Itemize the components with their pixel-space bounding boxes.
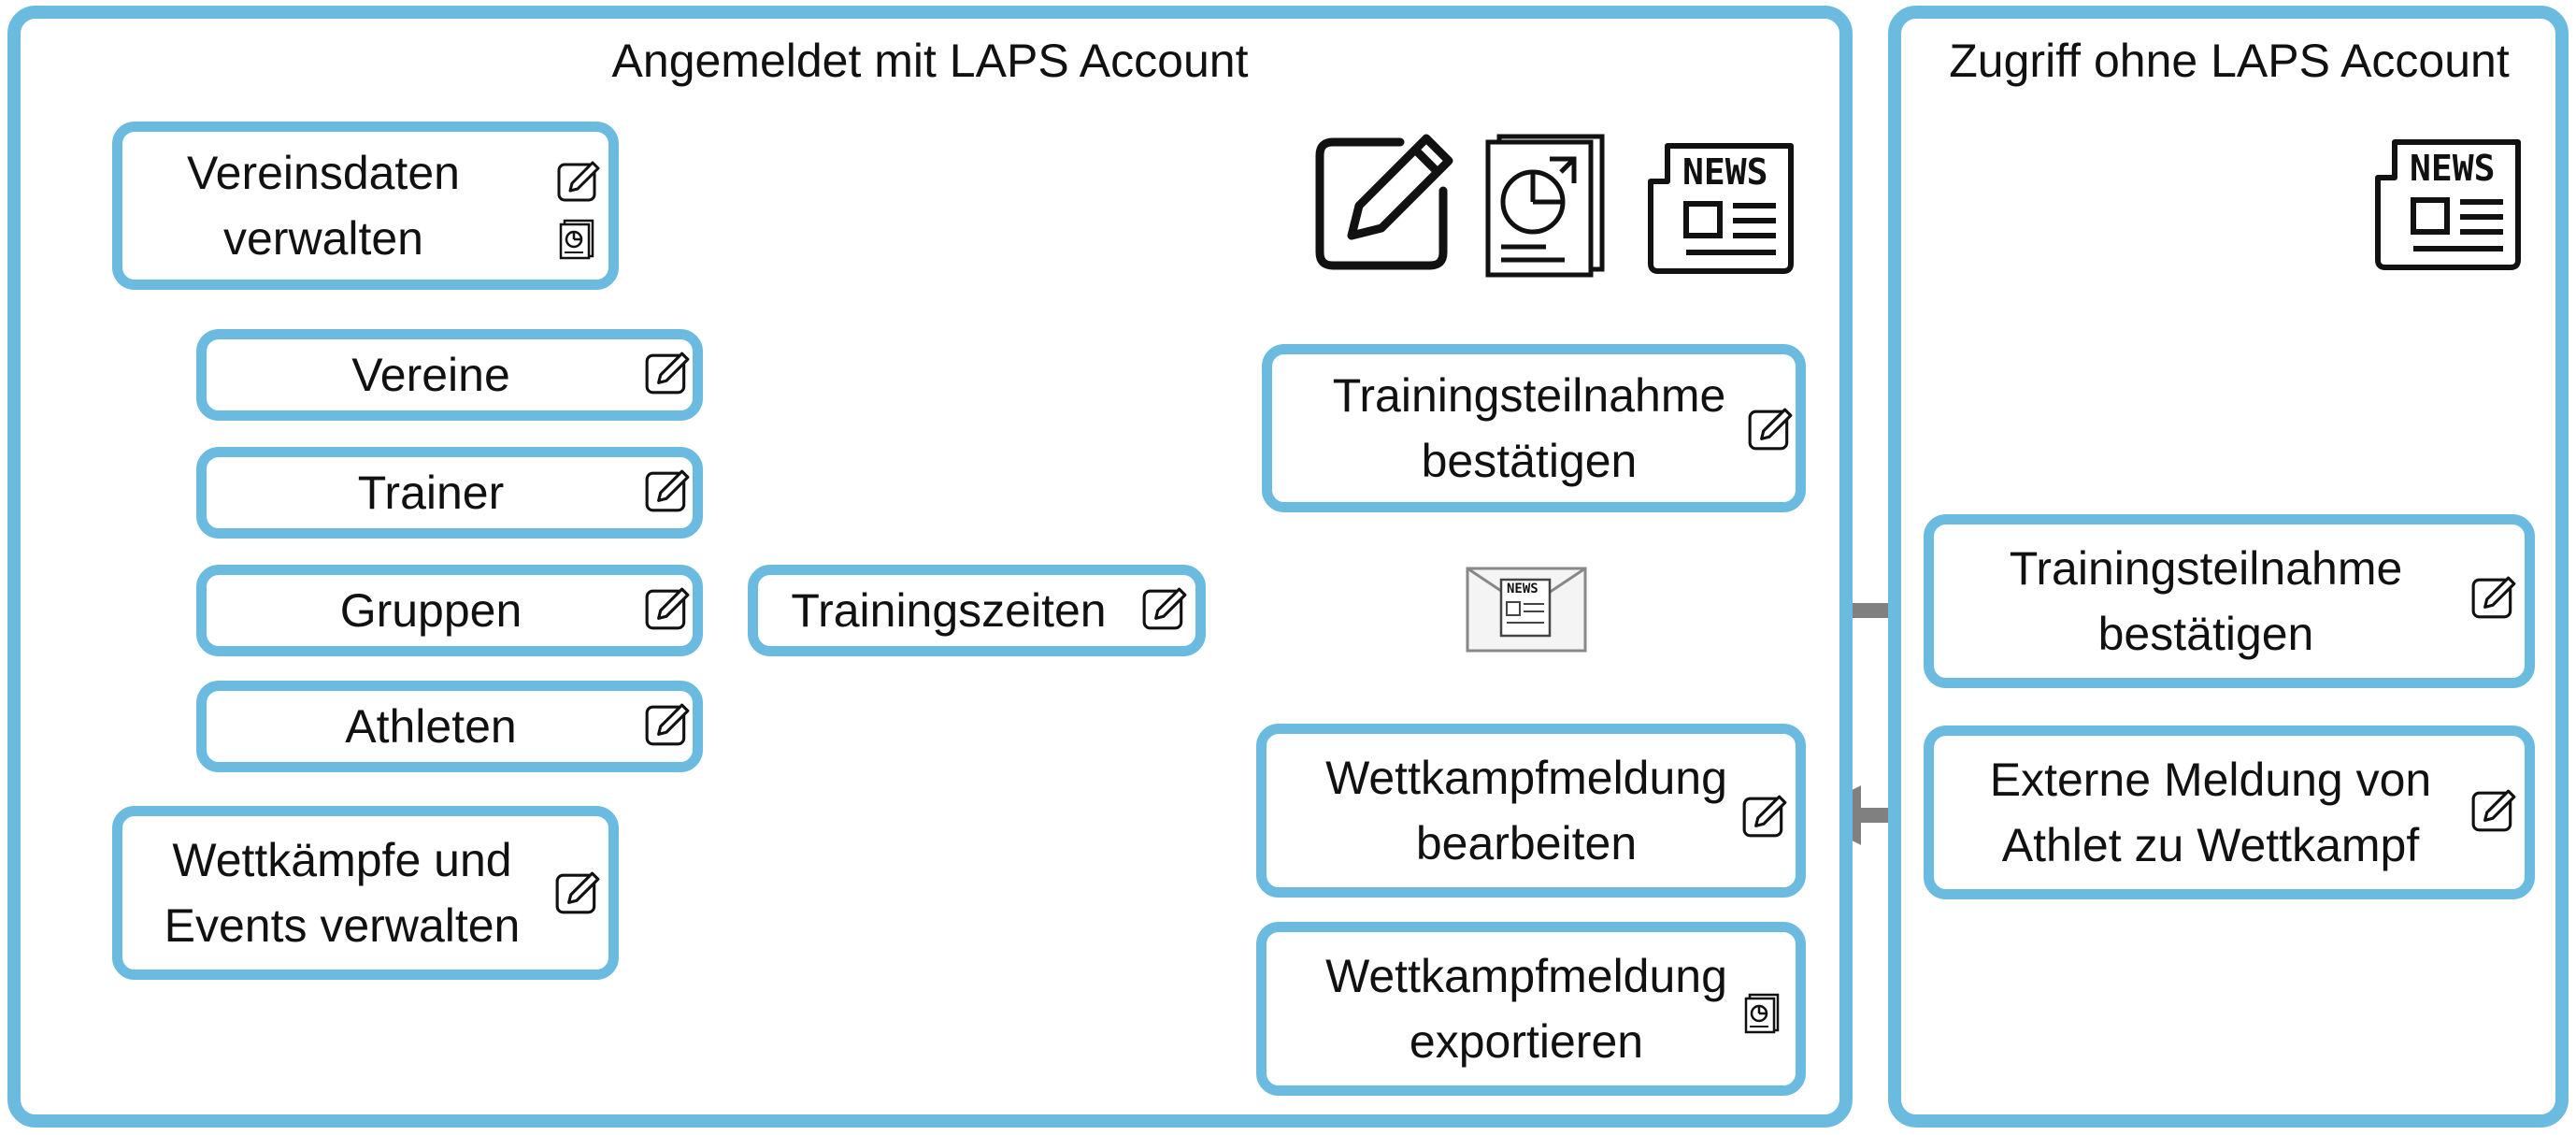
newsletter-icon: NEWS: [1466, 567, 1587, 653]
report-icon: [1485, 134, 1605, 278]
edit-icon: [557, 161, 600, 202]
node-label: Wettkämpfe und Events verwalten: [164, 834, 521, 952]
node-label: Athleten: [345, 700, 517, 753]
panel-title-logged-in: Angemeldet mit LAPS Account: [611, 35, 1249, 87]
node-trainingszeiten[interactable]: Trainingszeiten: [748, 565, 1206, 656]
edit-icon: [2471, 789, 2516, 832]
news-logo-text: NEWS: [1507, 582, 1538, 596]
report-icon: [559, 219, 594, 260]
node-label: Trainer: [357, 467, 505, 519]
node-trainingsteilnahme-extern[interactable]: Trainingsteilnahme bestätigen: [1924, 514, 2535, 688]
edit-icon: [645, 352, 690, 395]
node-athleten[interactable]: Athleten: [196, 681, 703, 772]
edit-icon: [1142, 587, 1187, 630]
node-label: Gruppen: [339, 584, 522, 637]
edit-icon: [2471, 576, 2516, 619]
node-label: Vereinsdaten verwalten: [187, 147, 460, 265]
node-trainingsteilnahme-intern[interactable]: Trainingsteilnahme bestätigen: [1262, 344, 1806, 512]
news-logo-text: NEWS: [1682, 151, 1768, 193]
node-externe-meldung[interactable]: Externe Meldung von Athlet zu Wettkampf: [1924, 726, 2535, 899]
node-label: Externe Meldung von Athlet zu Wettkampf: [1989, 754, 2432, 871]
node-wettkampf-exportieren[interactable]: Wettkampfmeldung exportieren: [1256, 922, 1806, 1096]
edit-icon: [645, 703, 690, 746]
node-wettkampf-bearbeiten[interactable]: Wettkampfmeldung bearbeiten: [1256, 724, 1806, 898]
news-logo-text: NEWS: [2410, 148, 2496, 189]
node-trainer[interactable]: Trainer: [196, 447, 703, 539]
edit-icon: [645, 587, 690, 630]
news-icon: NEWS: [1645, 135, 1796, 275]
node-label: Trainingszeiten: [791, 584, 1107, 637]
report-icon: [1744, 993, 1780, 1034]
edit-icon: [555, 871, 600, 914]
edit-icon: [1742, 795, 1787, 838]
node-label: Trainingsteilnahme bestätigen: [2009, 542, 2403, 660]
node-gruppen[interactable]: Gruppen: [196, 565, 703, 656]
edit-icon: [1315, 134, 1453, 270]
edit-icon: [1748, 408, 1793, 451]
node-label: Wettkampfmeldung bearbeiten: [1325, 752, 1727, 869]
news-icon: NEWS: [2372, 131, 2524, 271]
node-label: Trainingsteilnahme bestätigen: [1332, 369, 1726, 487]
node-label: Vereine: [351, 349, 510, 401]
node-vereinsdaten[interactable]: Vereinsdaten verwalten: [112, 122, 619, 290]
node-wettkaempfe[interactable]: Wettkämpfe und Events verwalten: [112, 806, 619, 980]
node-vereine[interactable]: Vereine: [196, 329, 703, 421]
panel-title-no-account: Zugriff ohne LAPS Account: [1949, 35, 2510, 87]
node-label: Wettkampfmeldung exportieren: [1325, 950, 1727, 1068]
edit-icon: [645, 469, 690, 512]
